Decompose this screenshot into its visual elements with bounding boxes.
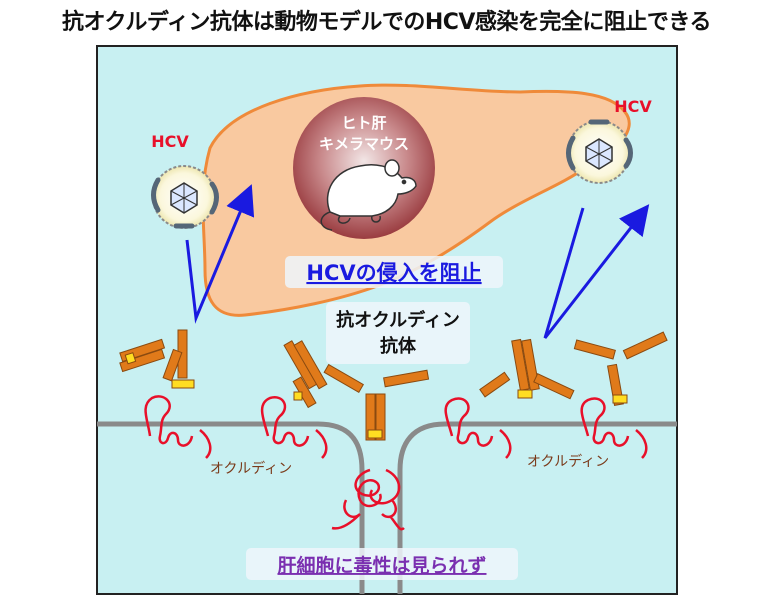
toxicity-text-box bbox=[246, 548, 518, 580]
block-entry-label: HCVの侵入を阻止 bbox=[306, 261, 481, 285]
hcv-virus-left bbox=[151, 165, 219, 229]
mouse-icon bbox=[320, 159, 417, 231]
occludin-label-left: オクルディン bbox=[210, 460, 292, 477]
antibody-label-line1: 抗オクルディン bbox=[336, 309, 460, 331]
occludin-strands bbox=[144, 395, 648, 531]
antibodies bbox=[119, 329, 668, 441]
cell-membrane bbox=[97, 421, 677, 594]
mouse-label-line1: ヒト肝 bbox=[341, 114, 386, 132]
figure-title: 抗オクルディン抗体は動物モデルでのHCV感染を完全に阻止できる bbox=[61, 10, 712, 35]
hcv-virus-right bbox=[566, 119, 633, 184]
entry-block-arrow-left bbox=[185, 184, 255, 324]
occludin-label-right: オクルディン bbox=[527, 453, 609, 470]
hcv-label-right: HCV bbox=[614, 97, 652, 116]
entry-block-arrow-right bbox=[543, 204, 650, 339]
antibody-text-box bbox=[326, 302, 470, 364]
block-text-box bbox=[285, 256, 503, 288]
toxicity-label: 肝細胞に毒性は見られず bbox=[277, 554, 486, 577]
hcv-label-left: HCV bbox=[151, 132, 189, 151]
antibody-label-line2: 抗体 bbox=[380, 335, 417, 357]
mouse-label-line2: キメラマウス bbox=[319, 135, 409, 153]
